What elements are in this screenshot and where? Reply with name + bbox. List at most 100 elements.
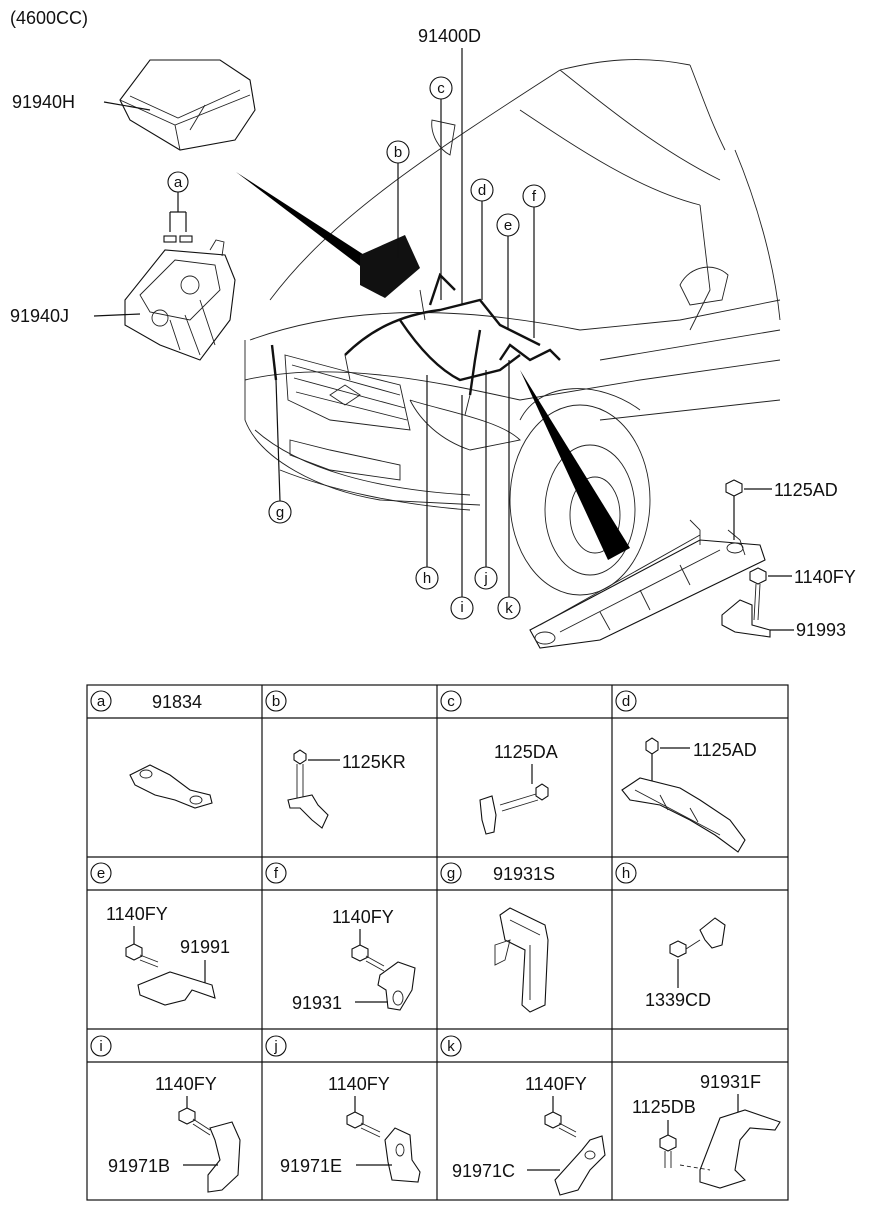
svg-text:b: b xyxy=(272,693,280,710)
bolt-icon xyxy=(544,1111,577,1138)
cover-part-label[interactable]: 91940H xyxy=(12,92,75,112)
callout-b[interactable]: b xyxy=(386,140,410,164)
svg-text:e: e xyxy=(504,217,512,234)
detail-table xyxy=(86,684,789,1201)
bracket-icon xyxy=(384,1127,421,1183)
callout-e[interactable]: e xyxy=(496,213,520,237)
cell-k-header: k xyxy=(440,1035,462,1057)
svg-text:h: h xyxy=(423,570,431,587)
small-bracket xyxy=(721,599,771,638)
cell-f-header: f xyxy=(265,862,287,884)
cell-d-part[interactable]: 1125AD xyxy=(693,740,757,760)
bolt-icon xyxy=(351,944,385,972)
svg-text:j: j xyxy=(483,570,487,587)
svg-text:d: d xyxy=(622,693,630,710)
bracket-icon xyxy=(494,907,549,1013)
cell-c-part[interactable]: 1125DA xyxy=(494,742,558,762)
cell-i-part[interactable]: 91971B xyxy=(108,1156,170,1176)
fuse-box xyxy=(124,239,236,361)
cell-a-title[interactable]: 91834 xyxy=(152,692,202,712)
cell-c-header: c xyxy=(440,690,462,712)
engine-spec-label: (4600CC) xyxy=(10,8,88,28)
svg-text:i: i xyxy=(460,599,463,616)
svg-text:i: i xyxy=(99,1038,102,1055)
svg-text:g: g xyxy=(447,865,455,882)
svg-text:k: k xyxy=(447,1038,455,1055)
callout-c[interactable]: c xyxy=(429,76,453,100)
cell-e-header: e xyxy=(90,862,112,884)
harness-bracket-icon xyxy=(621,777,746,853)
cell-k-bolt[interactable]: 1140FY xyxy=(525,1074,587,1094)
bracket-icon xyxy=(377,961,416,1011)
svg-text:j: j xyxy=(273,1038,277,1055)
box-part-label[interactable]: 91940J xyxy=(10,306,69,326)
nut-icon xyxy=(669,917,726,958)
fuse-link-icon xyxy=(129,764,213,809)
bolt-icon xyxy=(125,943,159,968)
cell-e-part[interactable]: 91991 xyxy=(180,937,230,957)
bolt-top-label[interactable]: 1125AD xyxy=(774,480,838,500)
bolt-bracket-icon xyxy=(479,783,549,835)
svg-text:f: f xyxy=(274,865,279,882)
harness-bracket-assembly xyxy=(529,519,766,649)
svg-text:h: h xyxy=(622,865,630,882)
pointer-arrow-left xyxy=(236,172,375,272)
vehicle-outline xyxy=(244,59,781,596)
callout-k[interactable]: k xyxy=(497,596,521,620)
callout-a[interactable]: a xyxy=(167,171,189,193)
main-harness-label[interactable]: 91400D xyxy=(418,26,481,46)
cell-g-title[interactable]: 91931S xyxy=(493,864,555,884)
callout-j[interactable]: j xyxy=(474,566,498,590)
cell-d-header: d xyxy=(615,690,637,712)
cell-h-header: h xyxy=(615,862,637,884)
cell-e-bolt[interactable]: 1140FY xyxy=(106,904,168,924)
bolt-icon xyxy=(178,1107,211,1136)
svg-text:e: e xyxy=(97,865,105,882)
callout-d[interactable]: d xyxy=(470,178,494,202)
fuse-icon xyxy=(163,235,193,243)
callout-i[interactable]: i xyxy=(450,596,474,620)
bolt-icon xyxy=(659,1134,677,1168)
svg-text:a: a xyxy=(97,693,106,710)
cell-j-part[interactable]: 91971E xyxy=(280,1156,342,1176)
cell-j-header: j xyxy=(265,1035,287,1057)
bolt-icon xyxy=(749,567,767,621)
cell-k-part[interactable]: 91971C xyxy=(452,1161,515,1181)
fuse-box-cover xyxy=(119,59,256,151)
callout-f[interactable]: f xyxy=(522,184,546,208)
bolt-icon xyxy=(725,479,743,540)
svg-text:d: d xyxy=(478,182,486,199)
cell-g-header: g 91931S xyxy=(440,862,555,884)
bolt-icon xyxy=(346,1111,381,1138)
engine-wiring-harness xyxy=(270,235,561,416)
bolt-bracket-icon xyxy=(287,749,329,829)
bracket-part-label[interactable]: 91993 xyxy=(796,620,846,640)
cell-l-bolt[interactable]: 1125DB xyxy=(632,1097,696,1117)
svg-text:c: c xyxy=(437,80,445,97)
callout-g[interactable]: g xyxy=(268,500,292,524)
svg-text:k: k xyxy=(505,600,513,617)
svg-text:b: b xyxy=(394,144,402,161)
cell-h-part[interactable]: 1339CD xyxy=(645,990,711,1010)
cell-b-part[interactable]: 1125KR xyxy=(342,752,406,772)
cell-j-bolt[interactable]: 1140FY xyxy=(328,1074,390,1094)
cell-l-part[interactable]: 91931F xyxy=(700,1072,761,1092)
cell-i-bolt[interactable]: 1140FY xyxy=(155,1074,217,1094)
cell-f-part[interactable]: 91931 xyxy=(292,993,342,1013)
pointer-arrow-right xyxy=(520,370,630,560)
svg-text:c: c xyxy=(447,693,455,710)
bolt-mid-label[interactable]: 1140FY xyxy=(794,567,856,587)
cell-i-header: i xyxy=(90,1035,112,1057)
callout-h[interactable]: h xyxy=(415,566,439,590)
bracket-icon xyxy=(207,1121,241,1193)
cell-b-header: b xyxy=(265,690,287,712)
bracket-icon xyxy=(679,1109,781,1189)
bracket-icon xyxy=(554,1135,606,1196)
cell-f-bolt[interactable]: 1140FY xyxy=(332,907,394,927)
svg-text:g: g xyxy=(276,504,284,521)
bracket-icon xyxy=(137,971,216,1006)
svg-text:f: f xyxy=(532,188,537,205)
cell-a-header: a 91834 xyxy=(90,690,202,712)
callout-letter: a xyxy=(174,174,183,191)
